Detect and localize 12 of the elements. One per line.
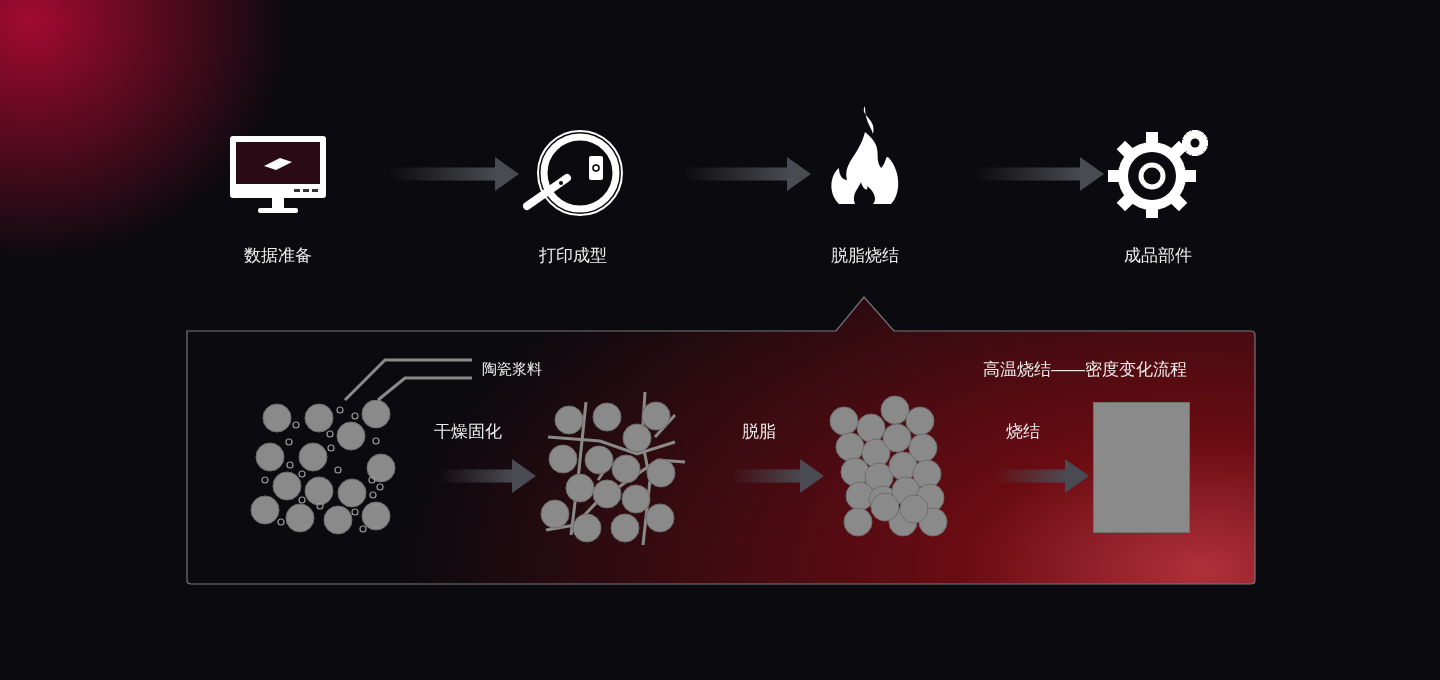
panel-heading: 高温烧结——密度变化流程 [983,359,1187,381]
edge-label: 脱脂 [741,421,777,443]
step-label: 脱脂烧结 [830,245,900,267]
callout-label: 陶瓷浆料 [482,360,542,379]
step-label: 成品部件 [1123,245,1193,267]
edge-label: 干燥固化 [433,421,503,443]
step-label: 打印成型 [538,245,608,267]
step-label: 数据准备 [243,245,313,267]
edge-label: 烧结 [1005,421,1041,443]
leader-line [343,358,472,402]
sintered-block [1093,402,1190,533]
leader-line [377,376,472,402]
